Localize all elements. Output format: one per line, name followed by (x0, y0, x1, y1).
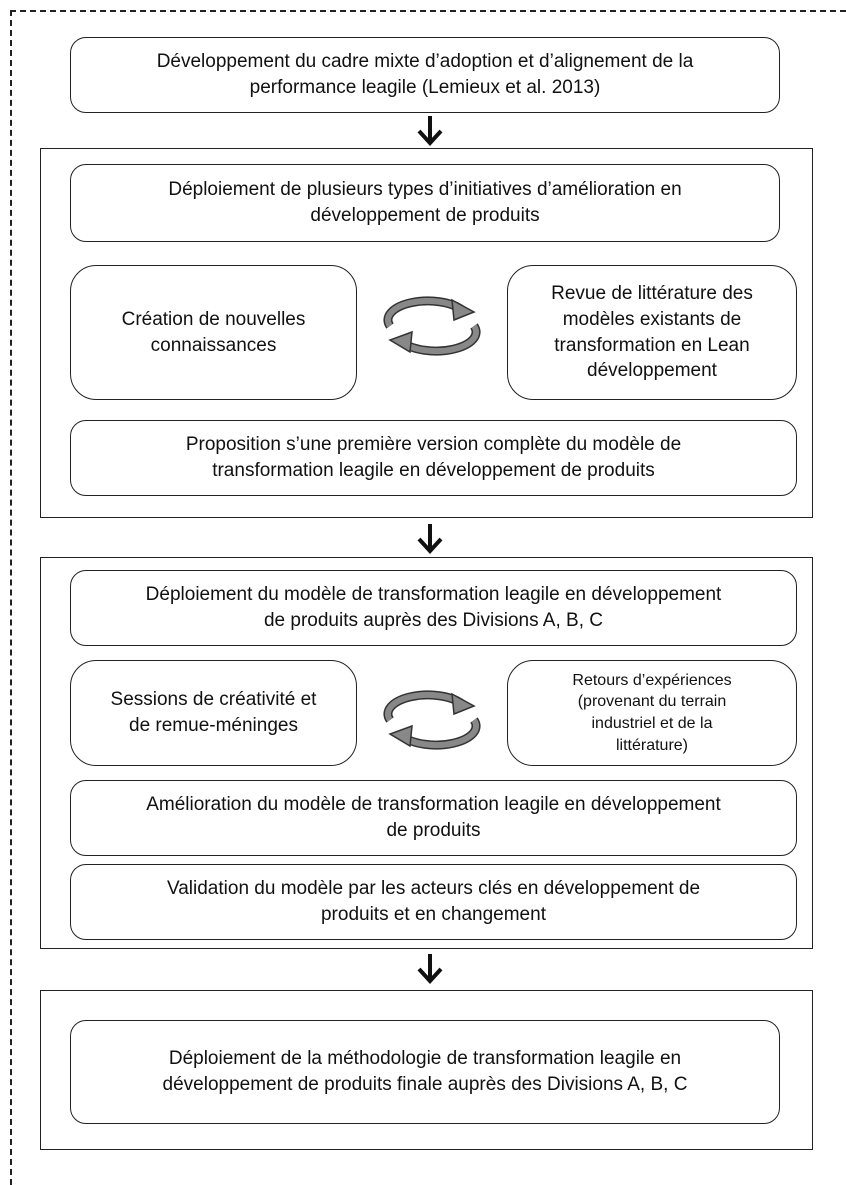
validation-line-1: Validation du modèle par les acteurs clé… (166, 878, 701, 900)
feedback-line-2: (provenant du terrain (577, 693, 727, 711)
review-line-1: Revue de littérature des (551, 283, 753, 305)
down-arrow-icon (417, 524, 443, 554)
first-version-proposal-box: Proposition s’une première version compl… (70, 420, 797, 496)
creativity-line-2: de remue-méninges (129, 715, 298, 736)
knowledge-line-2: connaissances (150, 334, 277, 356)
knowledge-creation-box: Création de nouvelles connaissances (70, 265, 357, 400)
final-methodology-deployment-box: Déploiement de la méthodologie de transf… (70, 1020, 780, 1124)
model-deployment-box: Déploiement du modèle de transformation … (70, 570, 797, 646)
improvement-line-2: de produits (386, 820, 481, 841)
feedback-line-3: industriel et de la (591, 715, 713, 732)
knowledge-line-1: Création de nouvelles (121, 308, 306, 330)
creativity-sessions-box: Sessions de créativité et de remue-ménin… (70, 660, 357, 766)
proposal-line-1: Proposition s’une première version compl… (185, 434, 682, 456)
experience-feedback-box: Retours d’expériences (provenant du terr… (507, 660, 797, 766)
review-line-2: modèles existants de (562, 308, 742, 330)
outer-dashed-frame (10, 10, 846, 1185)
validation-line-2: produits et en changement (320, 904, 546, 925)
feedback-line-1: Retours d’expériences (572, 671, 732, 689)
improvement-line-1: Amélioration du modèle de transformation… (146, 794, 721, 816)
creativity-line-1: Sessions de créativité et (110, 689, 317, 711)
down-arrow-icon (417, 116, 443, 146)
proposal-line-2: transformation leagile en développement … (212, 460, 655, 481)
feedback-line-4: littérature) (615, 736, 688, 754)
cycle-arrows-icon (383, 296, 481, 356)
down-arrow-icon (417, 954, 443, 984)
review-line-3: transformation en Lean (554, 334, 750, 356)
deployment-line-1: Déploiement du modèle de transformation … (145, 584, 722, 606)
framework-line-1: Développement du cadre mixte d’adoption … (156, 51, 694, 73)
framework-development-box: Développement du cadre mixte d’adoption … (70, 37, 780, 113)
improvement-initiatives-box: Déploiement de plusieurs types d’initiat… (70, 164, 780, 242)
cycle-arrows-icon (383, 690, 481, 750)
final-line-2: développement de produits finale auprès … (162, 1074, 688, 1095)
deployment-line-2: de produits auprès des Divisions A, B, C (263, 610, 603, 631)
framework-line-2: performance leagile (Lemieux et al. 2013… (249, 77, 601, 98)
literature-review-box: Revue de littérature des modèles existan… (507, 265, 797, 400)
model-validation-box: Validation du modèle par les acteurs clé… (70, 864, 797, 940)
model-improvement-box: Amélioration du modèle de transformation… (70, 780, 797, 856)
review-line-4: développement (587, 360, 717, 382)
initiatives-line-1: Déploiement de plusieurs types d’initiat… (168, 179, 682, 201)
initiatives-line-2: développement de produits (310, 205, 540, 226)
final-line-1: Déploiement de la méthodologie de transf… (168, 1048, 682, 1070)
